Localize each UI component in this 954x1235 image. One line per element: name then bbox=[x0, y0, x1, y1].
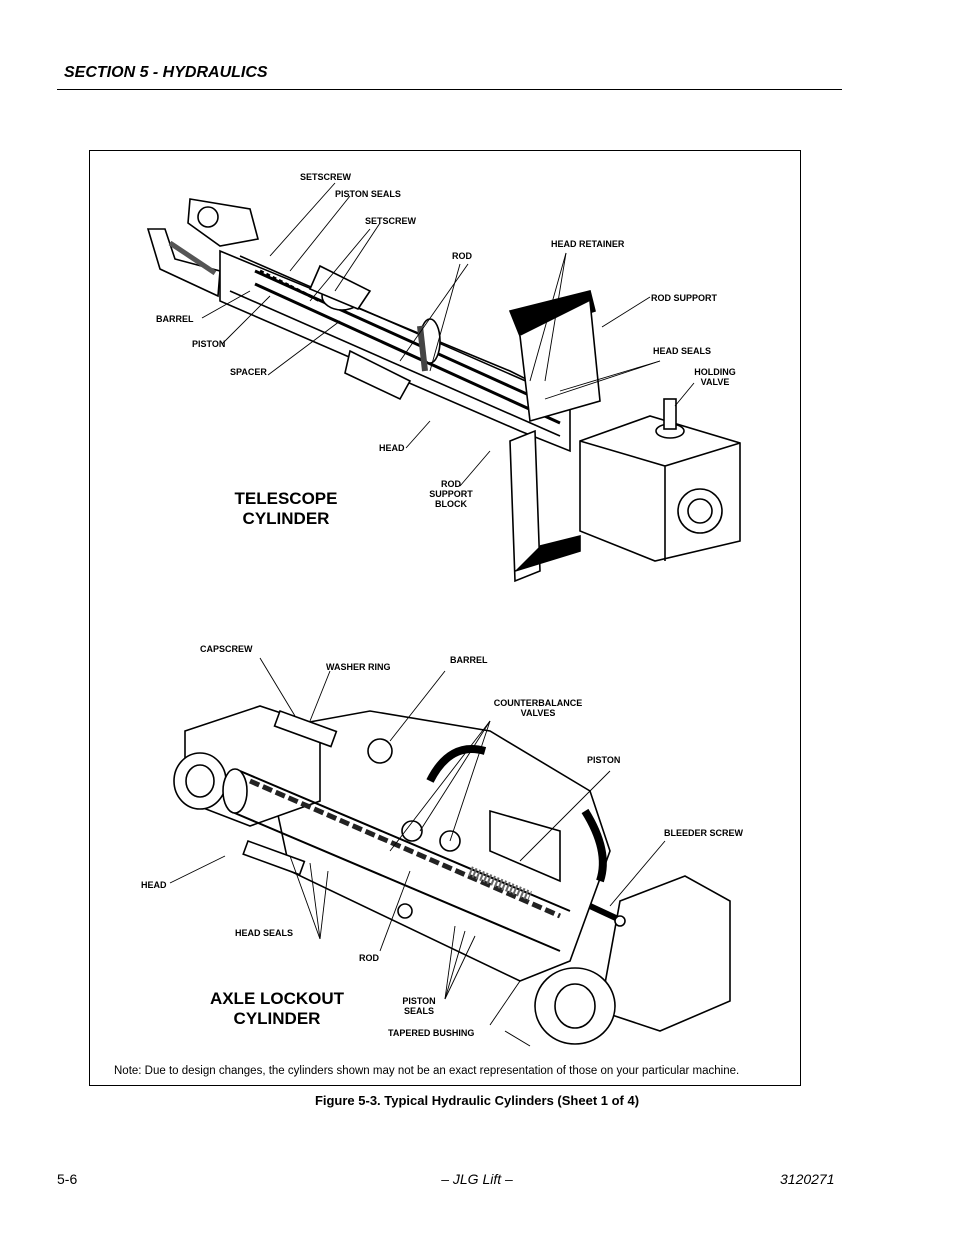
rod-support-block bbox=[509, 429, 541, 583]
telescope-rod-eye bbox=[187, 198, 259, 247]
label-barrel: BARREL bbox=[156, 314, 194, 324]
label-washer-ring: WASHER RING bbox=[326, 662, 391, 672]
label-counterbalance-line1: COUNTERBALANCE bbox=[493, 698, 583, 708]
label-head-seals: HEAD SEALS bbox=[653, 346, 712, 356]
label-axle-barrel: BARREL bbox=[450, 655, 488, 665]
label-counterbalance-valves: COUNTERBALANCE VALVES bbox=[488, 698, 588, 718]
label-counterbalance-line2: VALVES bbox=[520, 708, 556, 718]
holding-valve-box bbox=[579, 415, 741, 562]
label-rod-support: ROD SUPPORT bbox=[651, 293, 718, 303]
section-title: SECTION 5 - HYDRAULICS bbox=[64, 64, 268, 81]
label-bleeder-screw: BLEEDER SCREW bbox=[664, 828, 744, 838]
label-axle-head-seals: HEAD SEALS bbox=[235, 928, 294, 938]
label-axle-piston: PISTON bbox=[587, 755, 621, 765]
telescope-title-line1: TELESCOPE bbox=[234, 489, 338, 508]
label-rod: ROD bbox=[452, 251, 472, 261]
label-axle-piston-seals: PISTON SEALS bbox=[391, 996, 447, 1016]
label-holding-valve-line2: VALVE bbox=[700, 377, 730, 387]
label-head: HEAD bbox=[379, 443, 405, 453]
label-spacer: SPACER bbox=[230, 367, 267, 377]
label-holding-valve: HOLDING VALVE bbox=[690, 367, 740, 387]
label-holding-valve-line1: HOLDING bbox=[694, 367, 736, 377]
label-piston: PISTON bbox=[192, 339, 226, 349]
label-piston-seals: PISTON SEALS bbox=[335, 189, 401, 199]
axle-right-roller bbox=[599, 875, 731, 1032]
header-rule bbox=[57, 89, 842, 90]
label-rod-support-block-line3: BLOCK bbox=[435, 499, 467, 509]
label-axle-piston-seals-line1: PISTON bbox=[402, 996, 436, 1006]
telescope-cylinder-title: TELESCOPE CYLINDER bbox=[226, 489, 346, 529]
axle-title-line1: AXLE LOCKOUT bbox=[209, 989, 345, 1008]
label-setscrew: SETSCREW bbox=[365, 216, 417, 226]
design-change-note: Note: Due to design changes, the cylinde… bbox=[114, 1065, 740, 1077]
axle-barrel-body bbox=[259, 710, 611, 982]
label-axle-rod: ROD bbox=[359, 953, 379, 963]
axle-lockout-cylinder-title: AXLE LOCKOUT CYLINDER bbox=[192, 989, 362, 1029]
axle-title-line2: CYLINDER bbox=[233, 1009, 321, 1028]
label-tapered-bushing: TAPERED BUSHING bbox=[388, 1028, 475, 1038]
figure-frame: SETSCREW PISTON SEALS SETSCREW ROD HEAD … bbox=[89, 150, 801, 1086]
label-setscrew-top: SETSCREW bbox=[300, 172, 352, 182]
label-rod-support-block-line2: SUPPORT bbox=[429, 489, 473, 499]
cylinder-illustration bbox=[146, 182, 741, 1047]
figure-caption: Figure 5-3. Typical Hydraulic Cylinders … bbox=[314, 1093, 640, 1108]
label-rod-support-block: ROD SUPPORT BLOCK bbox=[421, 479, 481, 509]
footer-page-number: 5-6 bbox=[57, 1171, 78, 1187]
footer-doc-number: 3120271 bbox=[780, 1171, 835, 1187]
label-rod-support-block-line1: ROD bbox=[441, 479, 461, 489]
telescope-title-line2: CYLINDER bbox=[242, 509, 330, 528]
label-head-retainer: HEAD RETAINER bbox=[551, 239, 625, 249]
head-retainer bbox=[508, 290, 596, 337]
label-capscrew: CAPSCREW bbox=[200, 644, 253, 654]
footer-center: – JLG Lift – bbox=[441, 1171, 513, 1187]
label-axle-head: HEAD bbox=[141, 880, 167, 890]
telescope-barrel bbox=[219, 249, 571, 453]
label-axle-piston-seals-line2: SEALS bbox=[403, 1006, 434, 1016]
